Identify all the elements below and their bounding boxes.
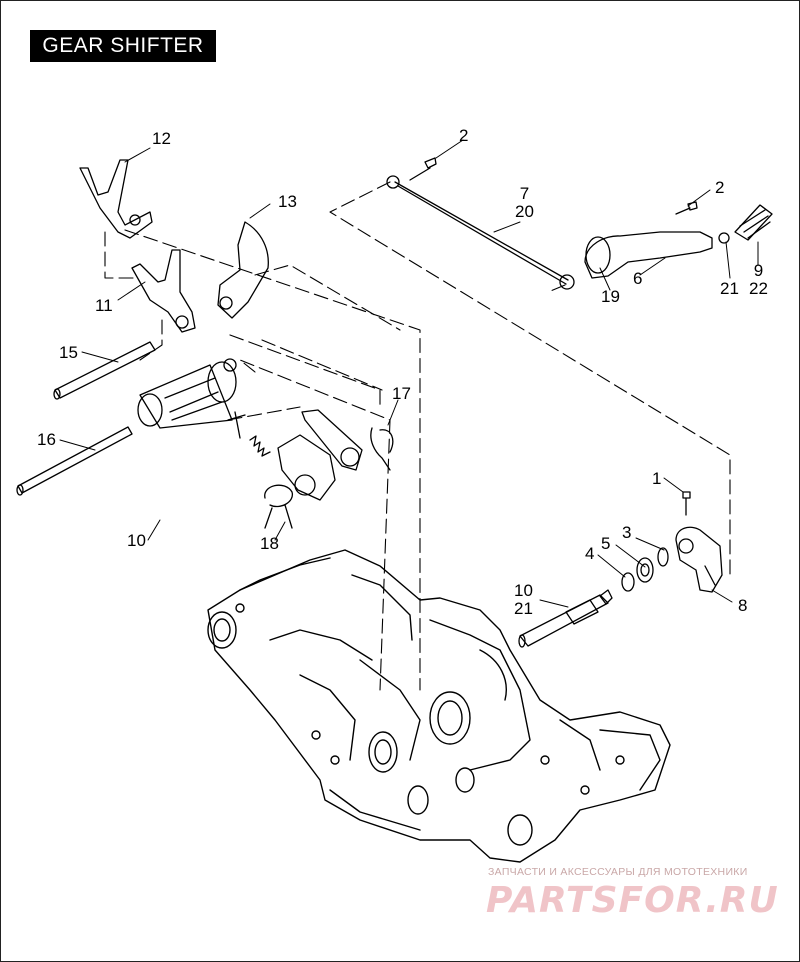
shifter-shaft	[518, 589, 613, 648]
shifter-lever-8	[675, 526, 723, 593]
callout-5: 5	[601, 534, 611, 553]
leader-lines	[59, 139, 759, 608]
callout-9: 9	[753, 261, 764, 280]
shift-peg	[718, 204, 773, 244]
callout-18: 18	[260, 534, 279, 553]
callout-7-20: 7 20	[515, 185, 534, 221]
shift-fork-13	[217, 221, 269, 319]
callout-7: 7	[519, 184, 530, 203]
shift-lever	[584, 201, 713, 279]
shift-fork-12	[79, 159, 153, 239]
crankcase-housing	[207, 549, 671, 863]
callout-13: 13	[278, 192, 297, 211]
callout-12: 12	[152, 129, 171, 148]
callout-11: 11	[95, 296, 113, 315]
detent-arm	[277, 409, 363, 501]
callout-6: 6	[633, 269, 643, 288]
shifter-rod	[386, 157, 575, 290]
callout-17: 17	[392, 384, 411, 403]
callout-21-shaft: 21	[514, 599, 533, 618]
washer-5	[636, 557, 654, 583]
callout-10-shaft: 10	[514, 581, 533, 600]
callout-1: 1	[652, 469, 662, 488]
shift-drum	[137, 358, 237, 429]
diagram-title: GEAR SHIFTER	[30, 30, 216, 62]
callout-3: 3	[622, 523, 632, 542]
detent-spring	[249, 435, 271, 457]
callout-16: 16	[37, 430, 56, 449]
mounting-screw-1	[682, 491, 691, 516]
callout-9-22: 9 22	[749, 262, 768, 298]
retaining-clip-17	[370, 427, 394, 471]
callout-20: 20	[515, 202, 534, 221]
callout-10-21: 10 21	[514, 582, 533, 618]
retaining-clip-18	[264, 484, 293, 529]
washer-4	[621, 572, 635, 592]
assembly-dashed-lines	[104, 181, 731, 691]
callout-4: 4	[585, 544, 595, 563]
callout-2-lever: 2	[715, 178, 725, 197]
callout-2-rod: 2	[459, 126, 469, 145]
callout-8: 8	[738, 596, 748, 615]
callout-15: 15	[59, 343, 78, 362]
callout-21-lever: 21	[720, 279, 739, 298]
watermark-caption: ЗАПЧАСТИ И АКСЕССУАРЫ ДЛЯ МОТОТЕХНИКИ	[488, 866, 748, 878]
watermark-logo: PARTSFOR.RU	[486, 880, 779, 921]
shift-fork-11	[131, 249, 196, 333]
callout-22: 22	[749, 279, 768, 298]
retaining-ring-3	[657, 547, 669, 567]
fork-shaft-15	[53, 341, 156, 400]
callout-10-drum: 10	[127, 531, 146, 550]
detent-pin	[227, 411, 246, 439]
fork-shaft-16	[16, 426, 133, 496]
callout-19: 19	[601, 287, 620, 306]
